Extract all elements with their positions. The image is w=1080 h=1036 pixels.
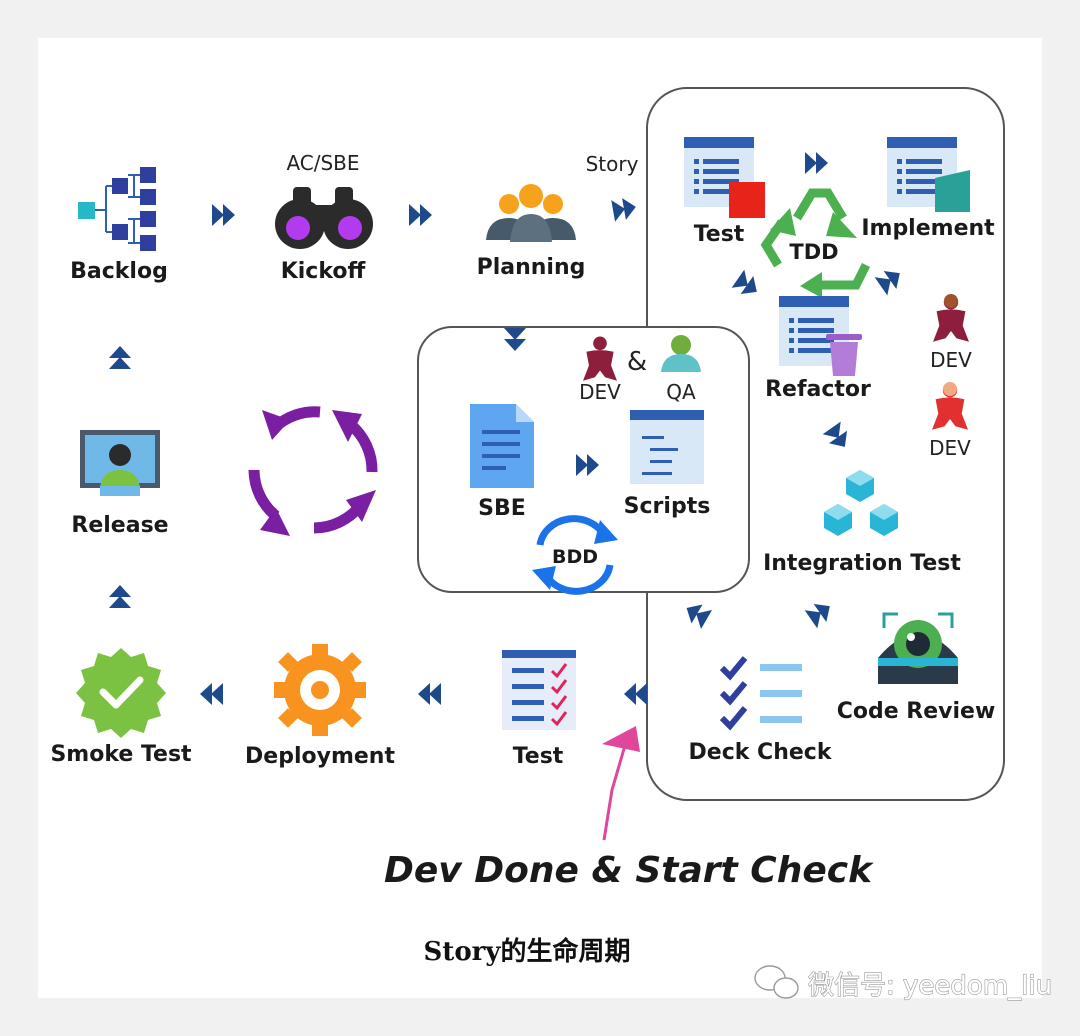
scripts-label: Scripts [624, 494, 711, 519]
binoculars-icon [275, 187, 373, 249]
sbe-document-icon [470, 404, 534, 488]
release-label: Release [71, 513, 168, 538]
deck-check-list-icon [719, 656, 802, 731]
bdd-dev-label: DEV [579, 380, 621, 404]
flow-arrow [804, 597, 837, 629]
tdd-test-label: Test [694, 222, 745, 247]
trash-icon [826, 334, 862, 376]
code-review-label: Code Review [837, 699, 996, 724]
flow-arrow [109, 346, 131, 369]
kickoff-label: Kickoff [281, 259, 367, 284]
scripts-window-icon [630, 410, 704, 484]
flow-arrow [731, 269, 764, 301]
planning-label: Planning [477, 255, 586, 280]
flow-arrow [611, 196, 638, 222]
backlog-icon [78, 167, 156, 251]
watermark-text: 微信号: yeedom_liu [808, 971, 1052, 1001]
flow-arrow [822, 421, 854, 454]
dev-done-annotation: Dev Done & Start Check [384, 850, 874, 891]
flow-arrow [418, 683, 441, 705]
test-red-square [729, 182, 765, 218]
deck-check-label: Deck Check [689, 740, 833, 765]
flow-arrow [624, 683, 647, 705]
integration-test-label: Integration Test [763, 551, 961, 576]
deployment-gear-icon [274, 644, 366, 736]
flow-arrow [681, 598, 713, 630]
tdd-recycle-icon [760, 188, 871, 290]
figure-caption: Story的生命周期 [424, 936, 631, 967]
flow-arrow [805, 152, 828, 174]
tdd-arrow-heads [770, 208, 857, 298]
sbe-label: SBE [478, 496, 526, 521]
cycle-arrow-heads [260, 410, 376, 536]
dev-label-2: DEV [929, 436, 971, 460]
implement-label: Implement [861, 216, 995, 241]
qa-person-icon [661, 335, 701, 372]
flow-arrow [212, 204, 235, 226]
tdd-label: TDD [789, 240, 838, 264]
smoke-test-badge-icon [76, 648, 166, 738]
release-monitor-icon [80, 430, 160, 496]
code-review-eye-icon [878, 612, 958, 684]
implement-page-icon [935, 170, 970, 212]
bdd-label: BDD [552, 546, 598, 568]
flow-arrow [874, 264, 907, 296]
bdd-cycle-icon [536, 515, 614, 595]
bdd-qa-label: QA [666, 380, 696, 404]
backlog-label: Backlog [70, 259, 168, 284]
test-label: Test [513, 744, 564, 769]
flow-arrow [200, 683, 223, 705]
pink-annotation-arrow [602, 741, 628, 841]
planning-people-icon [486, 184, 576, 242]
story-tag: Story [586, 152, 639, 176]
dev-label-1: DEV [930, 348, 972, 372]
flow-arrow [109, 585, 131, 608]
test-checklist-icon [502, 650, 576, 730]
kickoff-tag: AC/SBE [286, 151, 359, 175]
refactor-label: Refactor [765, 377, 871, 402]
wechat-icon [754, 965, 799, 999]
pink-arrow-head [602, 726, 640, 752]
smoke-test-label: Smoke Test [50, 742, 192, 767]
integration-cubes-icon [824, 470, 898, 536]
and-symbol: & [627, 347, 647, 377]
deployment-label: Deployment [245, 744, 395, 769]
flow-arrow [409, 204, 432, 226]
